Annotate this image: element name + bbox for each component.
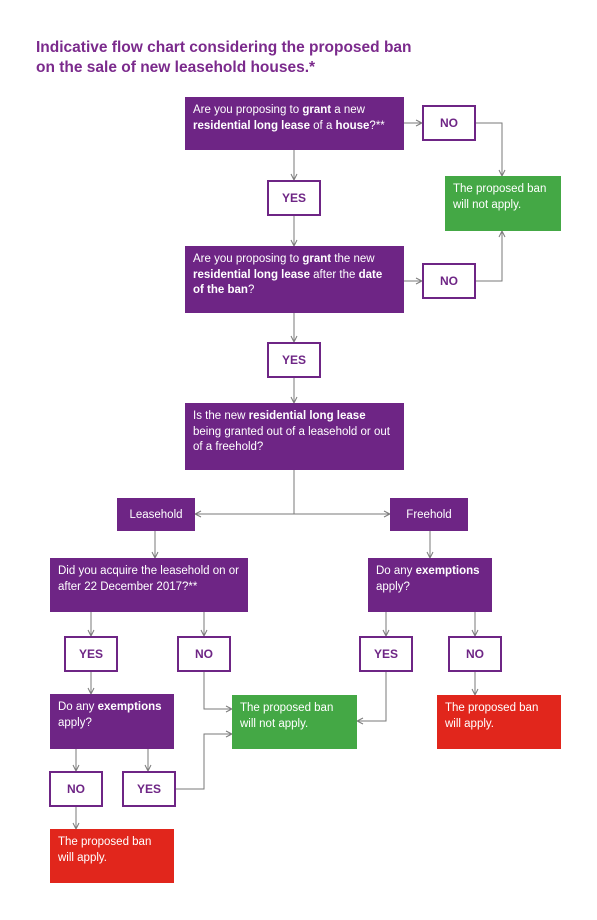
label-freehold: Freehold xyxy=(390,498,468,531)
question-leasehold-or-freehold: Is the new residential long lease being … xyxy=(185,403,404,470)
answer-no-q2: NO xyxy=(422,263,476,299)
label-leasehold: Leasehold xyxy=(117,498,195,531)
question-grant-after-ban-date: Are you proposing to grant the new resid… xyxy=(185,246,404,313)
arrow-yes-q6-outcome xyxy=(357,672,387,721)
question-leasehold-exemptions: Do any exemptions apply? xyxy=(50,694,174,749)
arrow-no1-outcome xyxy=(476,122,502,176)
answer-no-q4: NO xyxy=(177,636,231,672)
answer-no-q5: NO xyxy=(49,771,103,807)
answer-no-q6: NO xyxy=(448,636,502,672)
flowchart-title: Indicative flow chart considering the pr… xyxy=(36,39,412,76)
question-freehold-exemptions: Do any exemptions apply? xyxy=(368,558,492,612)
answer-no-q1: NO xyxy=(422,105,476,141)
answer-yes-q5: YES xyxy=(122,771,176,807)
outcome-ban-not-apply-top: The proposed ban will not apply. xyxy=(445,176,561,231)
question-grant-lease-house: Are you proposing to grant a new residen… xyxy=(185,97,404,150)
outcome-ban-apply-right: The proposed ban will apply. xyxy=(437,695,561,749)
answer-yes-q6: YES xyxy=(359,636,413,672)
outcome-ban-apply-bottom: The proposed ban will apply. xyxy=(50,829,174,883)
question-acquired-leasehold-date: Did you acquire the leasehold on or afte… xyxy=(50,558,248,612)
arrow-no-q4-outcome xyxy=(203,672,232,709)
arrow-no2-outcome xyxy=(476,231,502,282)
arrow-yes-q5-outcome xyxy=(176,734,232,790)
answer-yes-q1: YES xyxy=(267,180,321,216)
arrow-q3-leasehold xyxy=(195,470,295,514)
answer-yes-q4: YES xyxy=(64,636,118,672)
outcome-ban-not-apply-mid: The proposed ban will not apply. xyxy=(232,695,357,749)
answer-yes-q2: YES xyxy=(267,342,321,378)
